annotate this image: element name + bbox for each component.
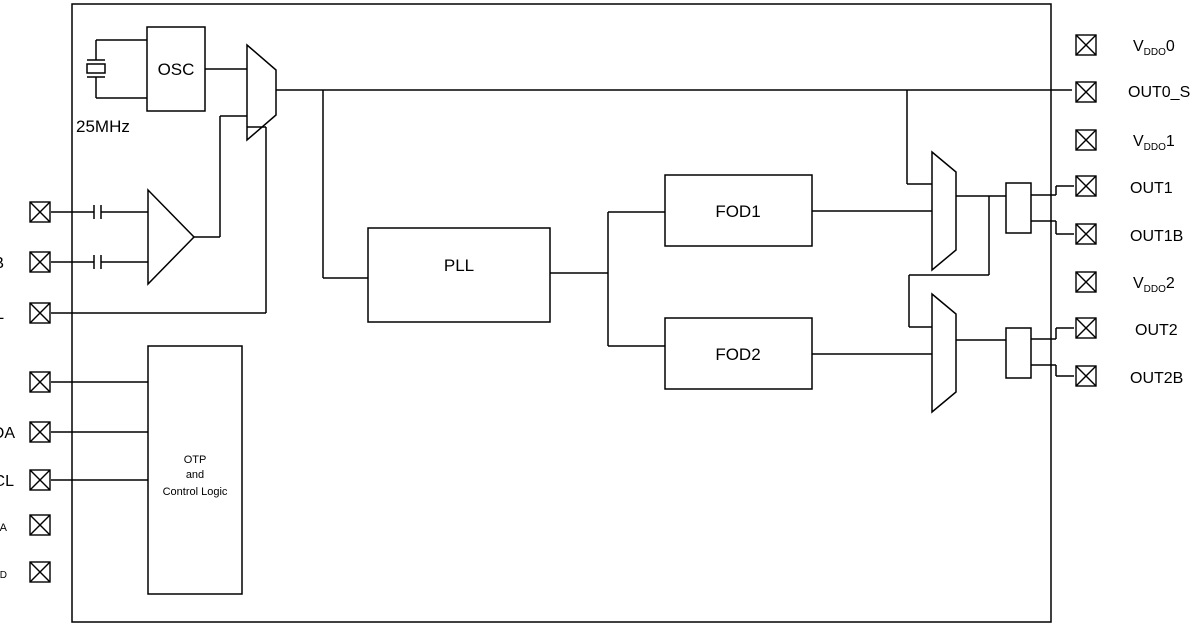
left-pin-box-6 [29,469,51,491]
osc-label: OSC [158,60,195,79]
left-pin-box-1 [29,201,51,223]
left-pin-label-2: B [0,255,4,272]
left-pin-box-7 [29,514,51,536]
output-buffer-1 [1005,182,1032,234]
pll-block [367,227,551,323]
vddo0-label: VDDO0 [1133,38,1175,58]
left-pin-label-8: DD [0,570,7,581]
left-pin-box-8 [29,561,51,583]
out1b-label: OUT1B [1130,228,1183,245]
out2b-pin-box [1075,365,1097,387]
output-mux-1 [931,150,957,272]
pll-label: PLL [444,256,474,275]
left-pin-label-6: CL [0,473,14,490]
vddo2-pin-box [1075,271,1097,293]
out2-pin-box [1075,317,1097,339]
left-pin-label-5: DA [0,425,15,442]
vddo1-pin-box [1075,129,1097,151]
output-mux-2 [931,292,957,414]
crystal-frequency: 25MHz [76,117,130,136]
vddo1-label: VDDO1 [1133,133,1175,153]
left-pin-box-4 [29,371,51,393]
fod2-label: FOD2 [715,345,760,364]
out1-pin-box [1075,175,1097,197]
vddo0-pin-box [1075,34,1097,56]
out1-label: OUT1 [1130,180,1173,197]
output-buffer-2 [1005,327,1032,379]
otp-control-block [147,345,243,595]
out0-pin-box [1075,81,1097,103]
out2b-label: OUT2B [1130,370,1183,387]
out0-label: OUT0_S [1128,84,1190,101]
input-buffer [147,188,196,286]
crystal-symbol [86,39,147,99]
left-pin-box-5 [29,421,51,443]
input-mux [246,43,277,142]
left-pin-label-7: A [0,522,8,534]
otp-label-line2: and [186,469,204,481]
otp-label-line1: OTP [184,454,207,466]
vddo2-label: VDDO2 [1133,275,1175,295]
out1b-pin-box [1075,223,1097,245]
fod1-label: FOD1 [715,202,760,221]
left-pin-box-3 [29,302,51,324]
out2-label: OUT2 [1135,322,1178,339]
left-pin-label-3: L [0,306,4,323]
left-pin-box-2 [29,251,51,273]
otp-label-line3: Control Logic [163,486,228,498]
